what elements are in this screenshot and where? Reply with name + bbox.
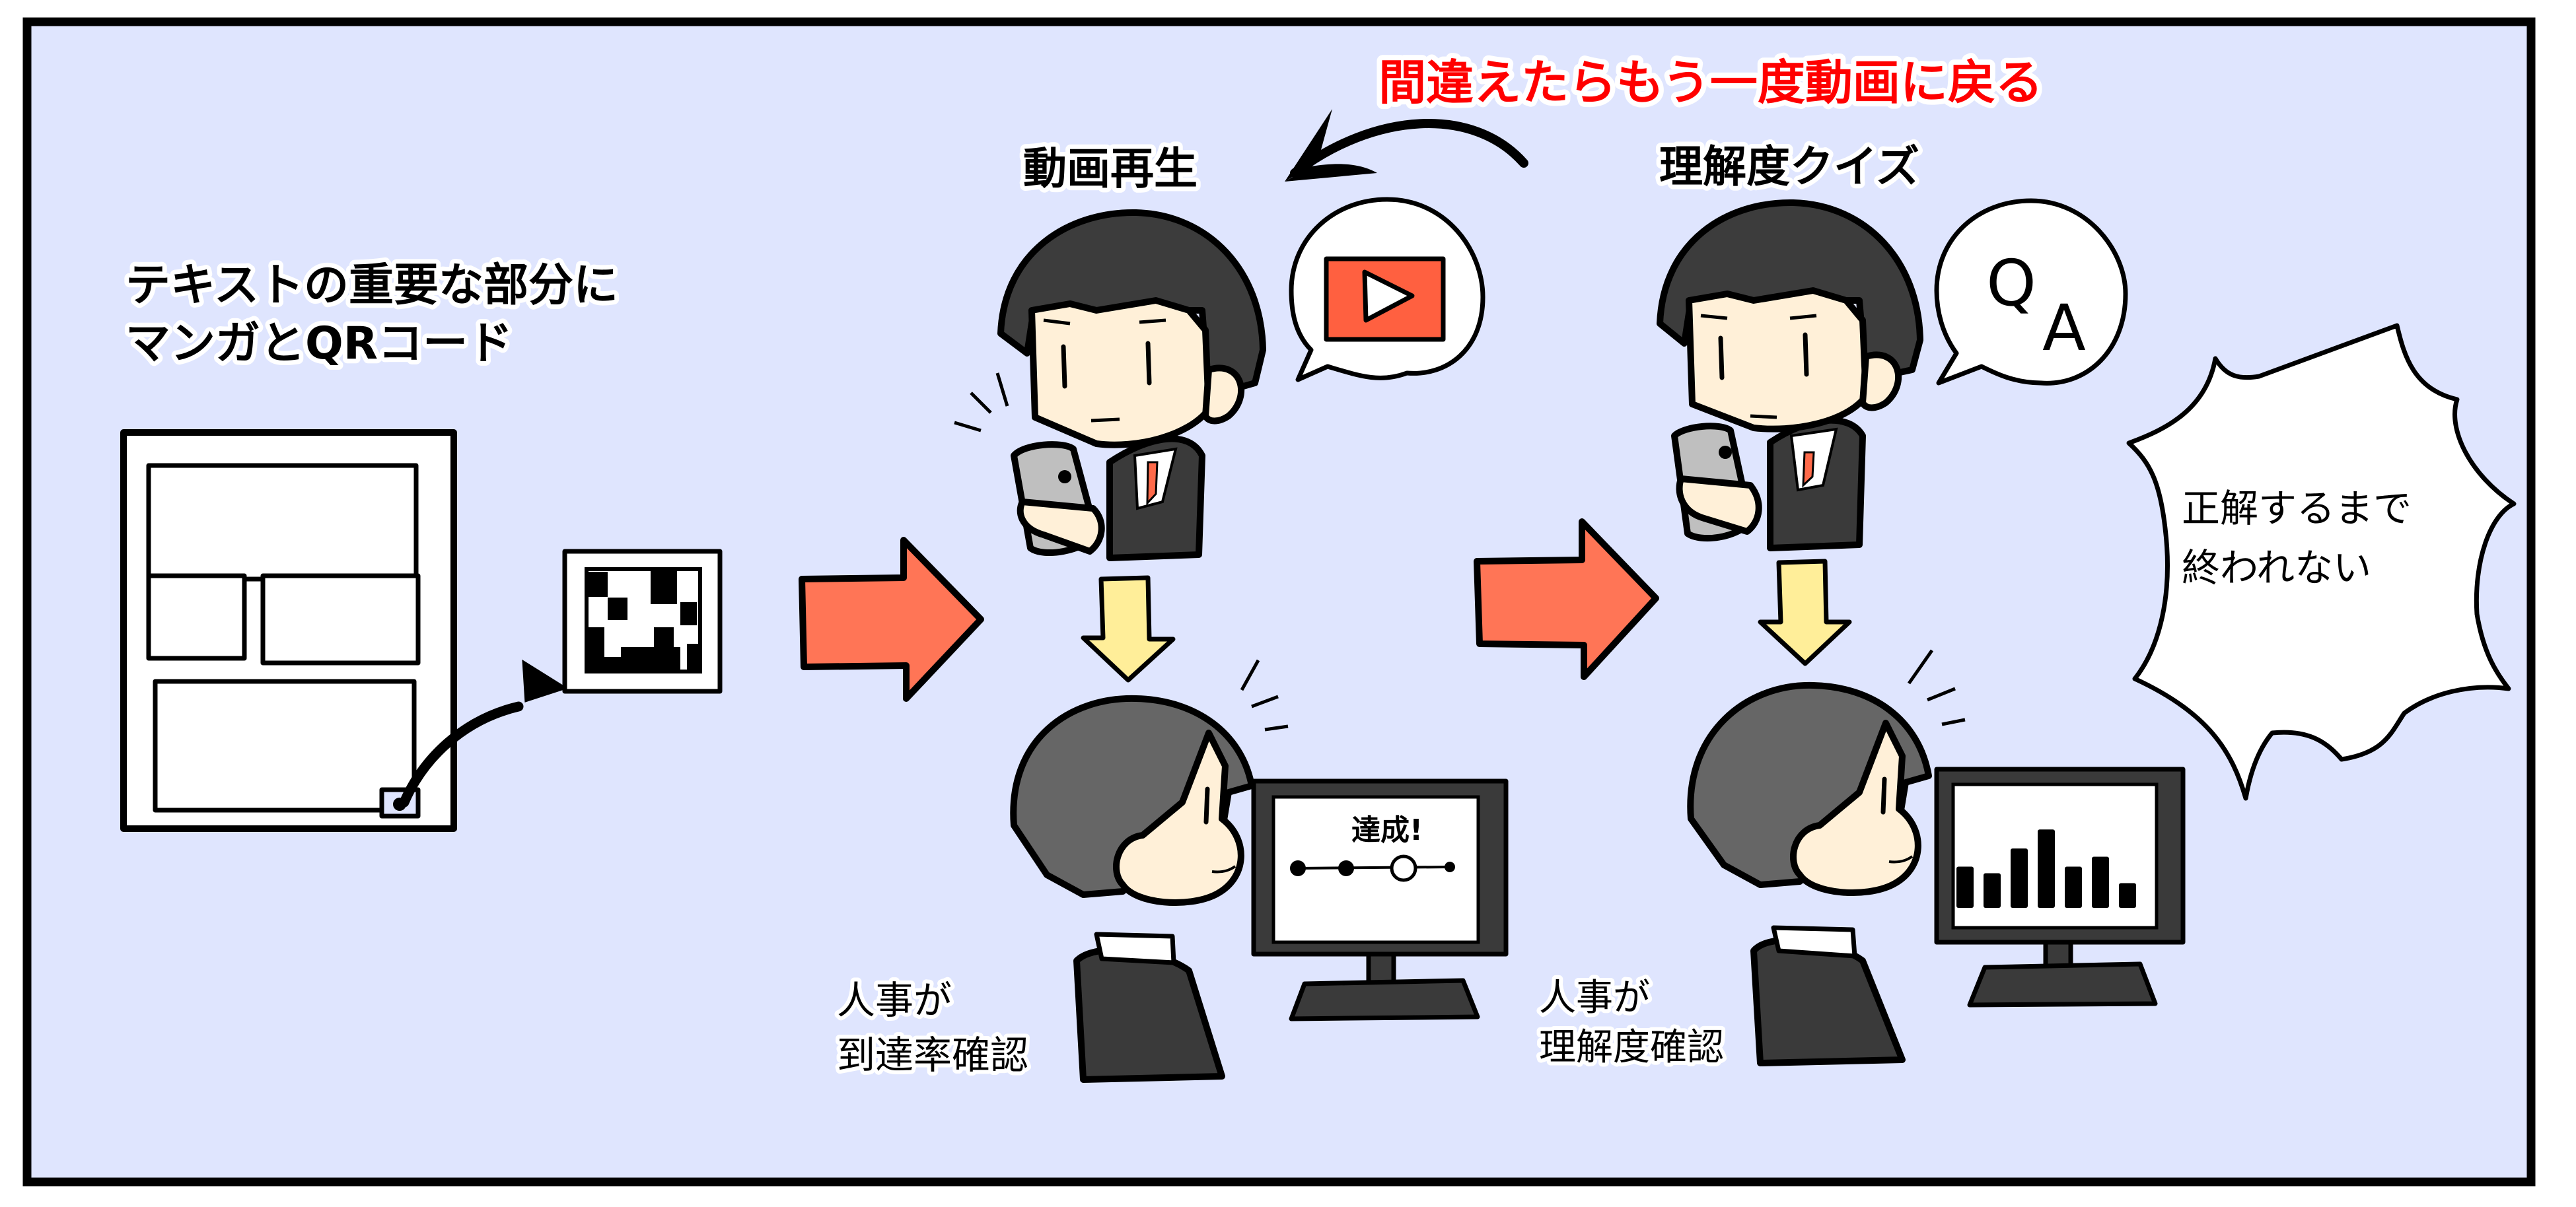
- headline-return-to-video: 間違えたらもう一度動画に戻る: [1378, 55, 2043, 110]
- chart-bar: [1956, 866, 1974, 908]
- progress-step-current: [1390, 854, 1417, 882]
- chart-bar: [1984, 873, 2001, 908]
- flow-arrow-1-icon: [799, 537, 984, 702]
- doc-to-qr-arrow-icon: [399, 659, 569, 808]
- hr-caption-2-line-2: 理解度確認: [1539, 1026, 1724, 1069]
- manga-document-icon: [120, 429, 457, 832]
- chart-bar: [2119, 883, 2136, 908]
- chart-bar: [2011, 848, 2028, 908]
- play-speech-bubble: [1289, 197, 1485, 382]
- down-arrow-2-icon: [1758, 559, 1852, 666]
- qa-speech-bubble: Q A: [1934, 198, 2128, 386]
- down-arrow-1-icon: [1081, 575, 1176, 683]
- document-caption-line-2: マンガとQRコード: [125, 318, 513, 370]
- hr-person-checking-progress: [1010, 659, 1289, 1083]
- progress-step-next: [1445, 862, 1455, 872]
- flow-arrow-2-icon: [1474, 518, 1659, 680]
- qa-a-letter: A: [2042, 291, 2086, 365]
- hr-caption-1-line-1: 人事が: [837, 978, 952, 1023]
- progress-step-done: [1338, 860, 1354, 876]
- monitor-bar-chart: [1934, 767, 2186, 1008]
- employee-watching-video: [954, 209, 1266, 561]
- burst-text-line-2: 終われない: [2182, 545, 2371, 590]
- step-title-quiz: 理解度クイズ: [1659, 141, 1919, 192]
- hr-person-checking-understanding: [1687, 649, 1966, 1066]
- bar-chart-icon: [1956, 829, 2136, 908]
- monitor-achievement: 達成!: [1251, 778, 1509, 1021]
- chart-bar: [2092, 856, 2109, 908]
- burst-speech-bubble: 正解するまで 終われない: [2126, 323, 2517, 801]
- hr-caption-2-line-1: 人事が: [1539, 977, 1650, 1019]
- hr-caption-1-line-2: 到達率確認: [837, 1033, 1028, 1078]
- chart-bar: [2038, 829, 2055, 908]
- chart-bar: [2065, 866, 2082, 908]
- progress-step-done: [1290, 860, 1306, 876]
- burst-text-line-1: 正解するまで: [2182, 486, 2412, 531]
- return-arrow-icon: [1285, 109, 1528, 182]
- document-caption-line-1: テキストの重要な部分に: [125, 259, 618, 312]
- qr-code-card-icon: [562, 549, 723, 694]
- monitor-achievement-label: 達成!: [1351, 813, 1423, 847]
- qa-q-letter: Q: [1986, 246, 2036, 320]
- step-title-video: 動画再生: [1023, 143, 1198, 194]
- employee-taking-quiz: [1657, 199, 1923, 551]
